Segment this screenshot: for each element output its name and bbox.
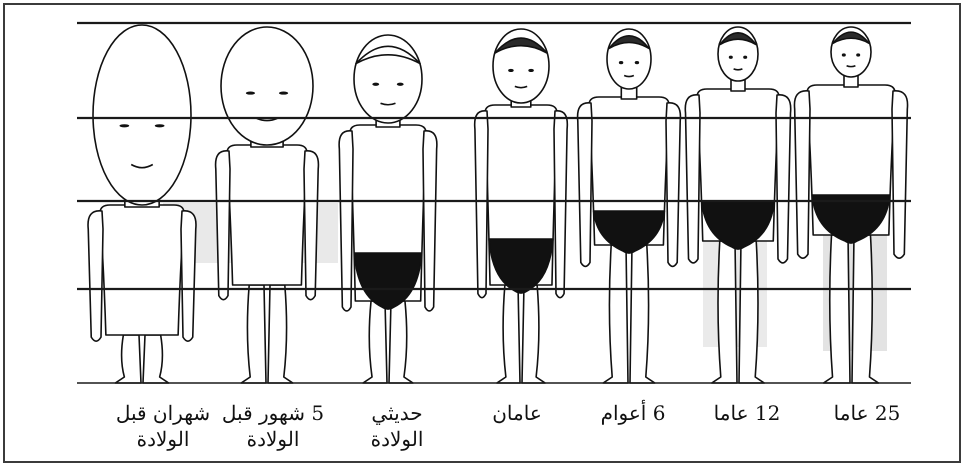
eye bbox=[119, 124, 129, 127]
head bbox=[93, 25, 191, 205]
stage-label-line: 5 شهور قبل bbox=[208, 400, 338, 426]
head bbox=[221, 27, 313, 145]
right-leg bbox=[268, 285, 293, 383]
eye bbox=[729, 56, 733, 59]
eye bbox=[842, 53, 846, 56]
right-arm bbox=[181, 211, 196, 341]
left-arm bbox=[216, 151, 230, 300]
right-arm bbox=[892, 91, 908, 258]
stage-label-line: حديثي bbox=[332, 400, 462, 426]
left-arm bbox=[794, 91, 810, 258]
torso bbox=[227, 145, 307, 285]
stage-label-line: الولادة bbox=[332, 426, 462, 452]
stage-label-two-years: عامان bbox=[452, 400, 582, 426]
left-arm bbox=[88, 211, 103, 341]
eye bbox=[372, 83, 379, 86]
body-proportion-diagram bbox=[5, 5, 959, 461]
left-leg bbox=[241, 285, 266, 383]
stage-label-line: 12 عاما bbox=[682, 400, 812, 426]
eye bbox=[635, 61, 639, 64]
figure-newborn bbox=[339, 35, 437, 383]
eye bbox=[856, 53, 860, 56]
right-arm bbox=[666, 103, 680, 267]
figure-six-years bbox=[578, 29, 681, 383]
right-arm bbox=[554, 111, 567, 298]
left-arm bbox=[578, 103, 592, 267]
right-leg bbox=[522, 285, 545, 383]
left-arm bbox=[685, 95, 700, 263]
stage-label-line: عامان bbox=[452, 400, 582, 426]
figure-two-years bbox=[475, 29, 568, 383]
right-leg bbox=[143, 335, 169, 383]
stage-label-line: الولادة bbox=[208, 426, 338, 452]
torso bbox=[100, 205, 184, 335]
right-arm bbox=[776, 95, 791, 263]
eye bbox=[619, 61, 623, 64]
eye bbox=[397, 83, 404, 86]
mouth bbox=[847, 66, 856, 67]
right-arm bbox=[423, 131, 437, 311]
eye bbox=[155, 124, 165, 127]
eye bbox=[743, 56, 747, 59]
right-arm bbox=[304, 151, 318, 300]
right-leg bbox=[630, 245, 655, 383]
left-leg bbox=[115, 335, 141, 383]
eye bbox=[279, 91, 288, 94]
left-leg bbox=[363, 301, 387, 383]
left-arm bbox=[339, 131, 353, 311]
stage-label-line: 25 عاما bbox=[802, 400, 932, 426]
right-leg bbox=[389, 301, 413, 383]
left-leg bbox=[497, 285, 520, 383]
stage-label-twenty-five-years: 25 عاما bbox=[802, 400, 932, 426]
eye bbox=[246, 91, 255, 94]
stage-label-six-years: 6 أعوام bbox=[568, 400, 698, 426]
stage-label-twelve-years: 12 عاما bbox=[682, 400, 812, 426]
eye bbox=[528, 69, 534, 72]
left-leg bbox=[603, 245, 628, 383]
eye bbox=[508, 69, 514, 72]
pants bbox=[594, 211, 665, 253]
left-arm bbox=[475, 111, 488, 298]
stage-label-line: 6 أعوام bbox=[568, 400, 698, 426]
figure-five-months-before-birth bbox=[216, 27, 319, 383]
